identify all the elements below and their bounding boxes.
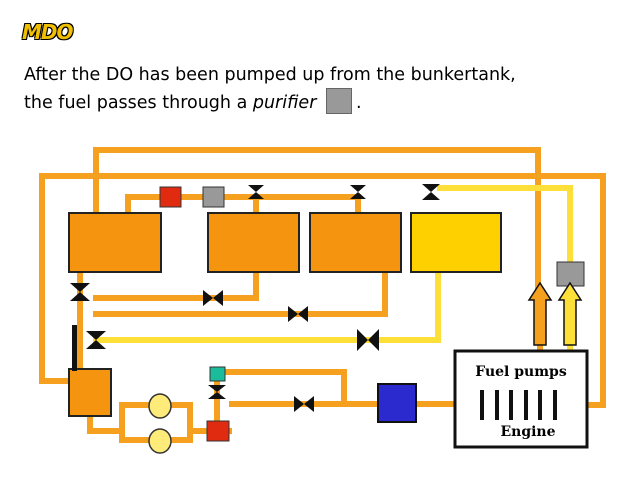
- fuel-pumps-label: Fuel pumps: [475, 364, 567, 380]
- pipe-yellow-top: [437, 185, 573, 293]
- purifier-word: purifier: [252, 93, 317, 113]
- intro-text: After the DO has been pumped up from the…: [24, 63, 634, 116]
- engine-box: [453, 349, 589, 449]
- settling-tank: [68, 212, 162, 273]
- teal-component: [209, 366, 226, 382]
- purifier-bowl-2: [148, 428, 172, 454]
- intro-line-2: the fuel passes through a purifier .: [24, 88, 634, 116]
- storage-tank-2: [207, 212, 300, 273]
- grey-purifier-top: [202, 186, 225, 208]
- valves: [70, 184, 440, 412]
- pipe-tank2-drain: [93, 269, 259, 301]
- orange-pipes: [39, 147, 606, 443]
- valve-h-2: [288, 306, 308, 322]
- pipe-tank3-drain: [93, 269, 388, 317]
- intro-line-2-prefix: the fuel passes through a: [24, 93, 253, 113]
- purifier-bowl-1: [148, 393, 172, 419]
- service-tank: [410, 212, 502, 273]
- grey-purifier-right: [556, 261, 585, 287]
- pipe-grey-to-tank3: [221, 194, 361, 216]
- fuel-injector-bars: [480, 390, 557, 420]
- pipe-yellow-drain: [93, 269, 441, 343]
- pipe-teal-stub: [214, 369, 347, 407]
- purifier-tank: [68, 368, 112, 417]
- pipe-top-loop: [93, 147, 541, 293]
- pipe-outer-loop: [39, 173, 606, 408]
- arrow-up-orange: [527, 281, 553, 346]
- mdo-title: MDO: [22, 20, 74, 44]
- engine-label: Engine: [500, 424, 555, 440]
- valve-top-2: [350, 185, 366, 199]
- blue-heater: [377, 383, 417, 423]
- intro-line-1: After the DO has been pumped up from the…: [24, 65, 516, 85]
- red-component-bottom: [206, 420, 230, 442]
- valve-left-2: [86, 331, 106, 349]
- arrow-up-yellow: [557, 281, 583, 346]
- red-component-top: [159, 186, 182, 208]
- valve-v-purifier: [208, 385, 226, 399]
- valve-top-1: [248, 185, 264, 199]
- pipe-purifier-loop: [87, 402, 209, 443]
- pipe-tank1-to-red: [125, 194, 163, 216]
- purifier-legend-swatch: [325, 88, 352, 114]
- valve-left-1: [70, 283, 90, 301]
- valve-h-1: [203, 290, 223, 306]
- valve-top-3: [422, 184, 440, 200]
- valve-h-3: [357, 329, 379, 351]
- valve-h-4: [294, 396, 314, 412]
- storage-tank-3: [309, 212, 402, 273]
- intro-line-2-suffix: .: [355, 93, 362, 113]
- purifier-tank-inlet-bar: [72, 325, 77, 371]
